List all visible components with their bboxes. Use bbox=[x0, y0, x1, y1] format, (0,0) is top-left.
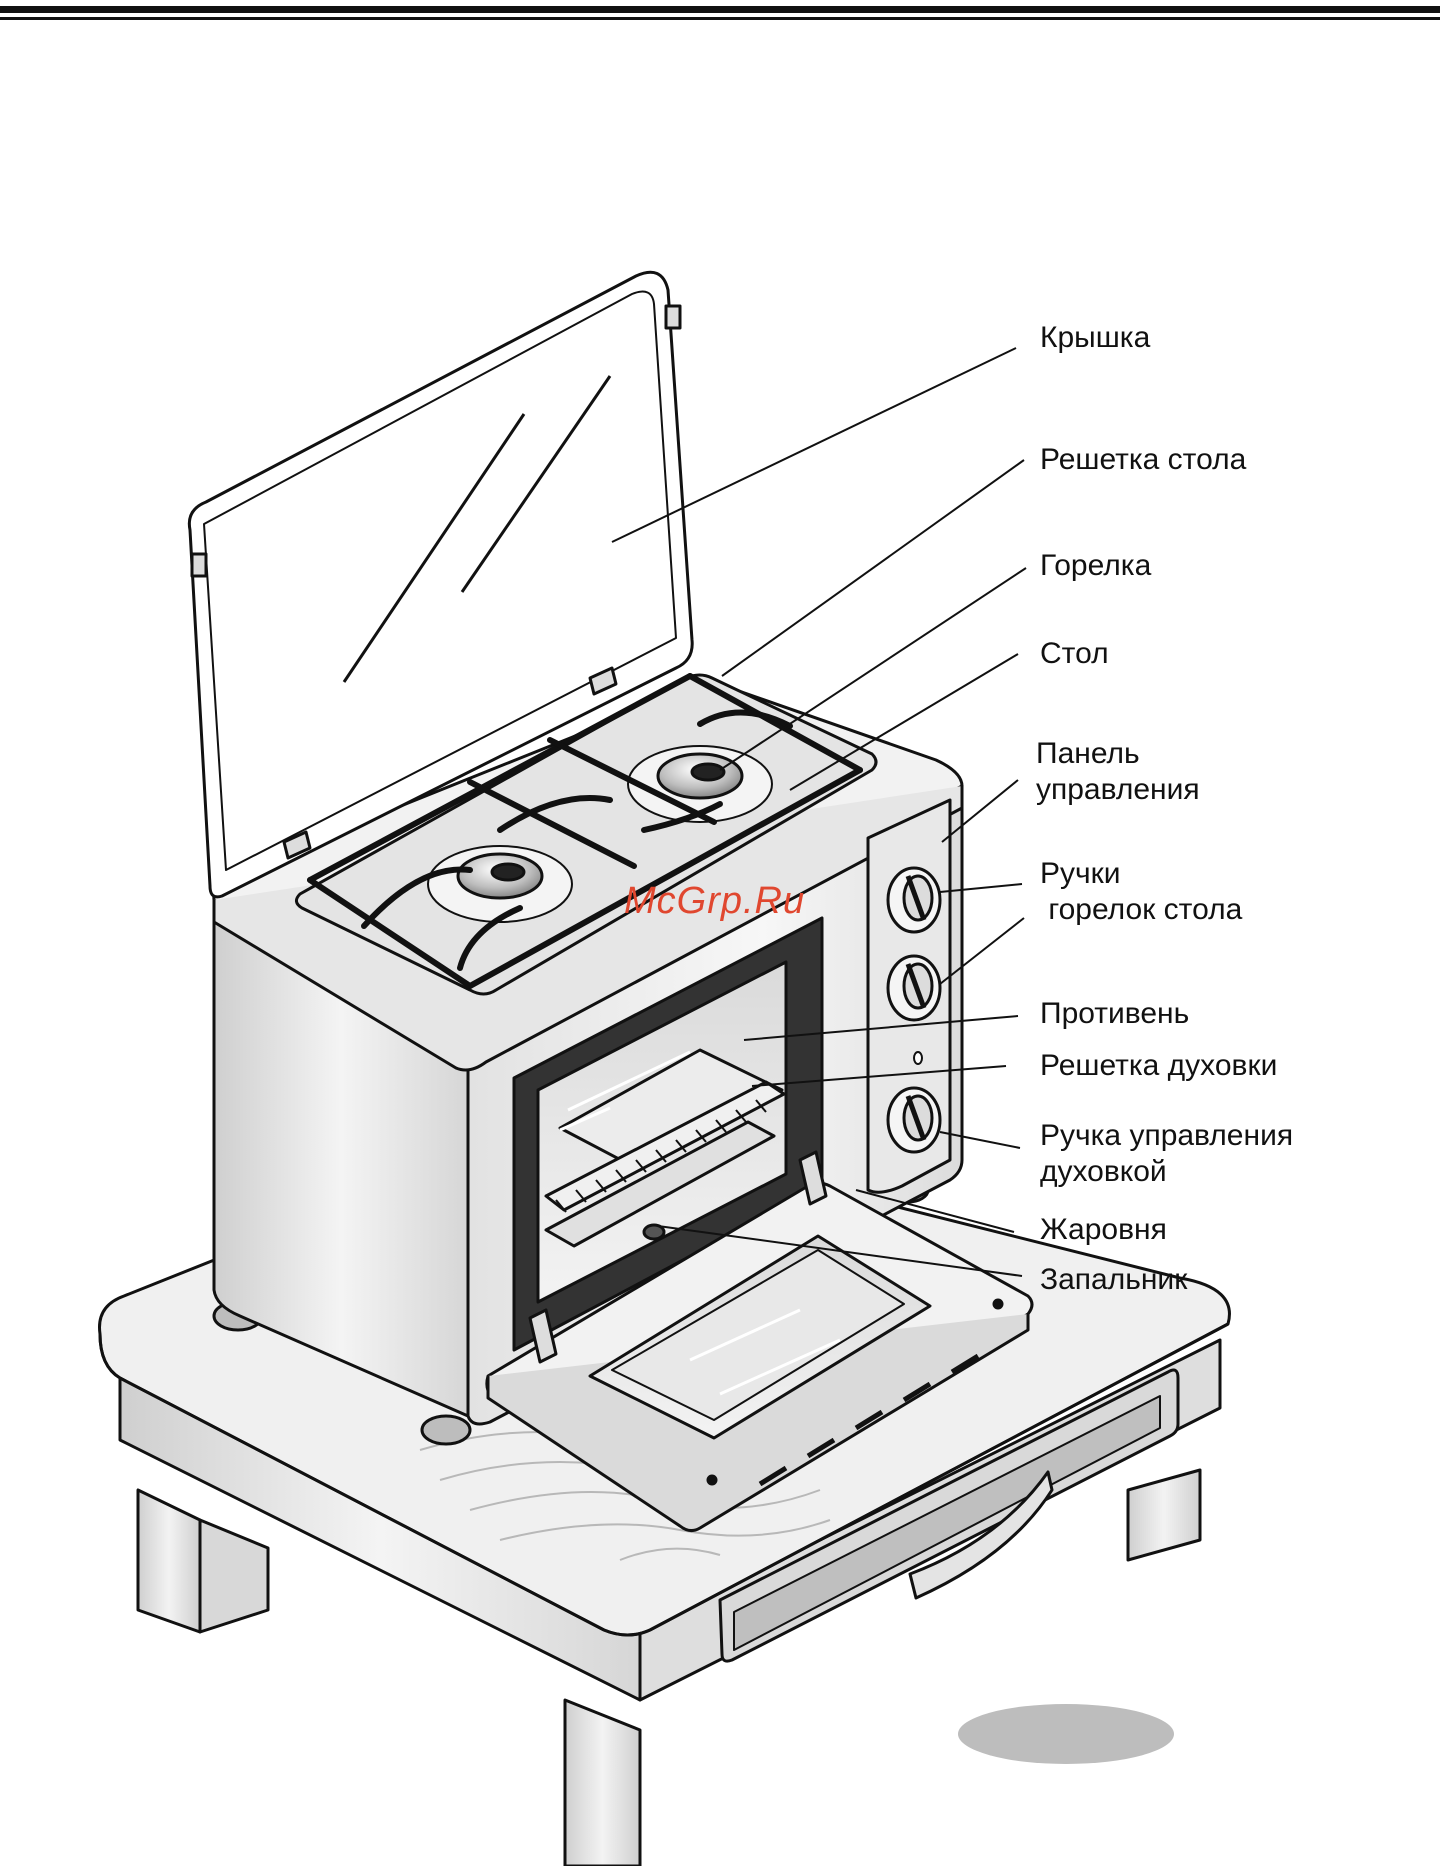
label-roaster: Жаровня bbox=[1040, 1212, 1167, 1248]
indicator-light bbox=[914, 1052, 922, 1064]
header-rule bbox=[0, 6, 1440, 20]
watermark: McGrp.Ru bbox=[624, 880, 805, 923]
label-table: Стол bbox=[1040, 636, 1109, 672]
burner-1 bbox=[428, 846, 572, 922]
label-table-grate: Решетка стола bbox=[1040, 442, 1246, 478]
label-oven-knob-line2: духовкой bbox=[1040, 1154, 1167, 1190]
burner-knob-2 bbox=[888, 956, 940, 1020]
label-knobs-line2: горелок стола bbox=[1040, 892, 1242, 928]
label-panel-line1: Панель bbox=[1036, 736, 1140, 772]
label-knobs-line1: Ручки bbox=[1040, 856, 1121, 892]
label-oven-knob-line1: Ручка управления bbox=[1040, 1118, 1293, 1154]
label-panel-line2: управления bbox=[1036, 772, 1200, 808]
floor-shadow bbox=[958, 1704, 1174, 1764]
label-igniter: Запальник bbox=[1040, 1262, 1187, 1298]
burner-knob-1 bbox=[888, 868, 940, 932]
label-lid: Крышка bbox=[1040, 320, 1150, 356]
oven-knob bbox=[888, 1088, 940, 1152]
label-tray: Противень bbox=[1040, 996, 1189, 1032]
label-burner: Горелка bbox=[1040, 548, 1151, 584]
label-oven-rack: Решетка духовки bbox=[1040, 1048, 1277, 1084]
